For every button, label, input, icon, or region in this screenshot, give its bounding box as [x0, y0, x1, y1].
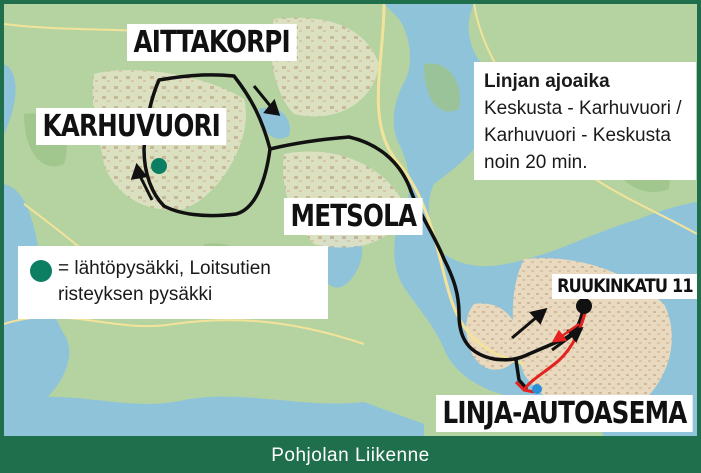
footer-bar: Pohjolan Liikenne: [0, 438, 701, 473]
info-title: Linjan ajoaika: [484, 71, 610, 92]
legend-line-2: risteyksen pysäkki: [58, 284, 213, 305]
info-line-2: Karhuvuori - Keskusta: [484, 125, 671, 146]
bus-route: [142, 73, 586, 390]
ruukinkatu-stop-marker: [576, 298, 592, 314]
green-dot-icon: [30, 260, 52, 282]
label-ruukinkatu: RUUKINKATU 11: [552, 274, 697, 299]
direction-arrows: [130, 85, 584, 352]
info-line-3: noin 20 min.: [484, 152, 588, 173]
route-duration-box: Linjan ajoaika Keskusta - Karhuvuori / K…: [474, 62, 696, 180]
bus-station-marker: [532, 384, 542, 394]
map-legend: = lähtöpysäkki, Loitsutien risteyksen py…: [18, 246, 328, 319]
route-map[interactable]: AITTAKORPI KARHUVUORI METSOLA RUUKINKATU…: [4, 4, 697, 436]
footer-operator-name: Pohjolan Liikenne: [271, 444, 430, 466]
label-karhuvuori: KARHUVUORI: [36, 108, 227, 145]
label-linja-autoasema: LINJA-AUTOASEMA: [436, 395, 694, 432]
return-arrows: [551, 322, 580, 343]
info-line-1: Keskusta - Karhuvuori /: [484, 98, 682, 119]
label-metsola: METSOLA: [284, 198, 423, 235]
label-aittakorpi: AITTAKORPI: [127, 24, 297, 61]
start-stop-marker: [151, 158, 167, 174]
legend-line-1: = lähtöpysäkki, Loitsutien: [58, 258, 271, 279]
